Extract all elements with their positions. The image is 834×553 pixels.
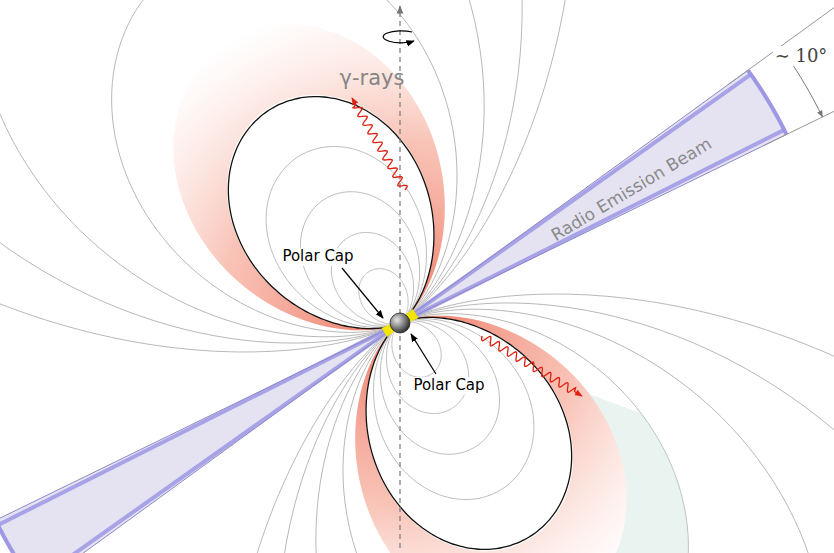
angle-label: ∼ 10°	[773, 46, 830, 67]
field-line	[331, 232, 413, 325]
leader-arrow	[342, 268, 383, 318]
last-closed-field-line	[228, 97, 434, 329]
part-label: Polar Cap	[411, 377, 486, 394]
last-closed-field-line	[366, 317, 572, 549]
field-line	[0, 0, 484, 337]
beam-edge	[410, 74, 751, 316]
radio-beam	[410, 70, 787, 317]
beam-edge	[0, 328, 389, 520]
beam-edge	[410, 70, 748, 316]
beam-edge	[36, 330, 390, 553]
beam-edge	[411, 130, 784, 318]
gamma-emission-zone	[173, 24, 444, 330]
gamma-emission-zone	[355, 316, 626, 553]
rotation-arrow	[383, 31, 414, 43]
part-label: Polar Cap	[280, 248, 355, 265]
emission-label: γ-rays	[338, 66, 407, 90]
beam-edge	[33, 330, 390, 553]
field-line	[316, 309, 826, 553]
field-line	[374, 319, 534, 500]
gamma-ray-arrow	[352, 98, 407, 190]
field-line	[224, 294, 834, 553]
gamma-ray-arrow	[482, 336, 582, 396]
angle-bracket-line	[728, 6, 834, 85]
neutron-star	[390, 313, 410, 333]
radio-beam	[0, 328, 390, 553]
field-line	[0, 0, 576, 352]
leader-arrow	[411, 334, 436, 374]
beam-edge	[411, 135, 787, 318]
field-line	[386, 321, 468, 414]
field-line	[266, 146, 426, 327]
beam-end	[0, 520, 36, 553]
field-line	[343, 314, 688, 553]
beam-label: Radio Emission Beam	[547, 133, 718, 246]
angle-bracket-line	[764, 86, 834, 145]
beam-edge	[0, 328, 389, 525]
beam-end	[748, 70, 787, 134]
field-line	[112, 0, 457, 332]
emission-zone	[462, 394, 688, 553]
